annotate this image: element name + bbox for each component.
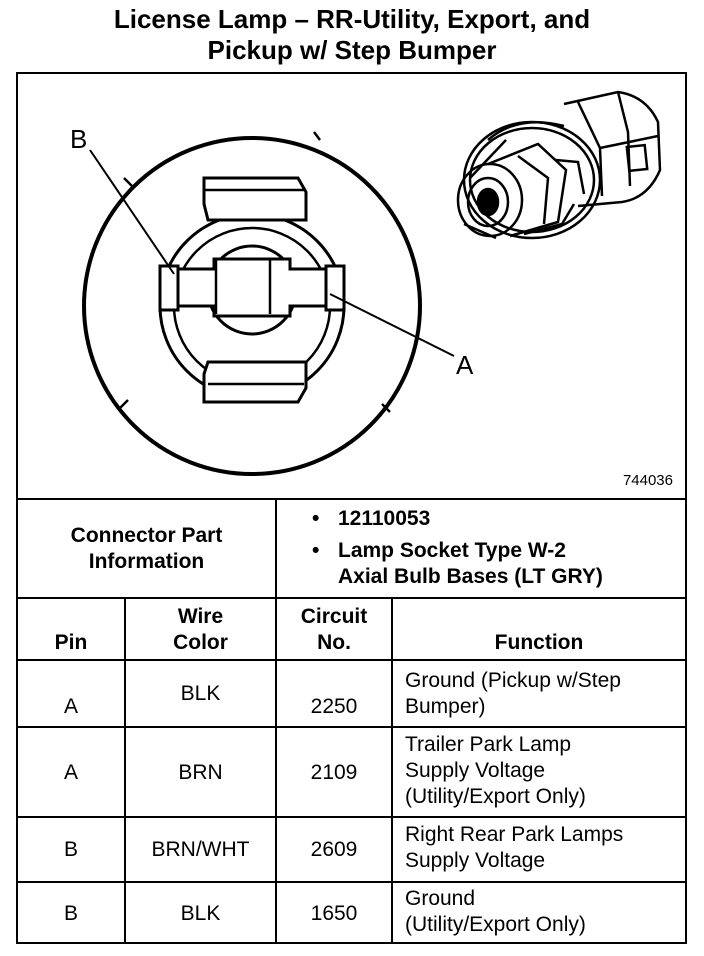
housing-outer-circle: [82, 136, 422, 476]
row-3-function-line-1: Right Rear Park Lamps: [405, 823, 624, 846]
divider-row-2: [18, 816, 685, 818]
part-number-item: • 12110053: [312, 506, 682, 532]
row-4-function-line-2: (Utility/Export Only): [405, 913, 586, 936]
divider-row-3: [18, 881, 685, 883]
row-3-pin: B: [63, 838, 78, 861]
header-wire-line-2: Color: [173, 631, 228, 654]
row-4-circuit: 1650: [310, 902, 358, 925]
callout-b: B: [70, 124, 87, 154]
divider-circuit-col: [391, 597, 393, 944]
housing-tick-marks: [117, 131, 391, 413]
header-function: Function: [494, 631, 584, 654]
row-3-circuit: 2609: [310, 838, 358, 861]
callout-a: A: [456, 350, 474, 380]
row-2-function-line-3: (Utility/Export Only): [405, 785, 586, 808]
divider-pin-col: [124, 597, 126, 944]
header-circuit-line-2: No.: [317, 631, 351, 654]
bullet: •: [312, 507, 320, 530]
divider-diagram: [18, 498, 685, 500]
title-line-1: License Lamp – RR-Utility, Export, and: [113, 4, 591, 34]
connector-info-label-line-2: Information: [88, 550, 205, 573]
row-2-circuit: 2109: [310, 761, 358, 784]
part-number: 12110053: [338, 507, 431, 530]
divider-wire-col: [275, 597, 277, 944]
row-4-function-line-1: Ground: [405, 887, 476, 910]
row-3-function-line-2: Supply Voltage: [405, 849, 546, 872]
divider-row-1: [18, 726, 685, 728]
socket-description-item-continued: Axial Bulb Bases (LT GRY): [312, 564, 682, 590]
connector-info-label-line-1: Connector Part: [70, 524, 223, 547]
socket-description-item: • Lamp Socket Type W-2: [312, 538, 682, 564]
header-wire-color: Wire Color: [126, 604, 275, 656]
row-3-wire-color: BRN/WHT: [151, 838, 250, 861]
figure-id: 744036: [622, 472, 673, 489]
socket-perspective-illustration: [456, 90, 662, 240]
row-1-circuit: 2250: [310, 695, 358, 718]
connector-frame: B A 744036: [16, 72, 687, 944]
row-3-function: Right Rear Park Lamps Supply Voltage: [405, 822, 685, 874]
socket-description-line-1: Lamp Socket Type W-2: [338, 539, 566, 562]
bullet: •: [312, 539, 320, 562]
header-circuit-line-1: Circuit: [300, 605, 368, 628]
row-2-function: Trailer Park Lamp Supply Voltage (Utilit…: [405, 732, 685, 810]
leader-line-a: [329, 293, 455, 357]
divider-info-vertical: [275, 498, 277, 599]
socket-description-line-2: Axial Bulb Bases (LT GRY): [338, 565, 603, 588]
page-title: License Lamp – RR-Utility, Export, and P…: [0, 4, 704, 66]
row-4-pin: B: [63, 902, 78, 925]
title-line-2: Pickup w/ Step Bumper: [207, 35, 497, 65]
connector-diagram: B A 744036: [18, 74, 685, 498]
connector-info-label: Connector Part Information: [18, 523, 275, 575]
terminal-a: [324, 264, 346, 312]
row-2-function-line-1: Trailer Park Lamp: [405, 733, 572, 756]
row-2-wire-color: BRN: [178, 761, 223, 784]
row-1-function: Ground (Pickup w/Step Bumper): [405, 668, 685, 720]
connector-info-values: • 12110053 • Lamp Socket Type W-2 Axial …: [312, 506, 682, 590]
connector-face-drawing: B A: [70, 90, 662, 476]
row-1-function-line-1: Ground (Pickup w/Step: [405, 669, 621, 692]
header-wire-line-1: Wire: [177, 605, 224, 628]
row-1-function-line-2: Bumper): [405, 695, 486, 718]
header-pin: Pin: [54, 631, 88, 654]
row-1-pin: A: [63, 695, 78, 718]
row-4-wire-color: BLK: [180, 902, 221, 925]
leader-line-b: [89, 149, 175, 275]
top-lock-tab: [202, 176, 308, 222]
divider-header: [18, 659, 685, 661]
row-2-function-line-2: Supply Voltage: [405, 759, 546, 782]
header-circuit-no: Circuit No.: [277, 604, 391, 656]
row-2-pin: A: [63, 761, 78, 784]
terminal-b: [158, 264, 180, 312]
terminal-bar: [176, 257, 328, 318]
bottom-lock-tab: [202, 360, 308, 404]
row-1-wire-color: BLK: [180, 682, 221, 705]
row-4-function: Ground (Utility/Export Only): [405, 886, 685, 938]
divider-connector-info: [18, 597, 685, 599]
